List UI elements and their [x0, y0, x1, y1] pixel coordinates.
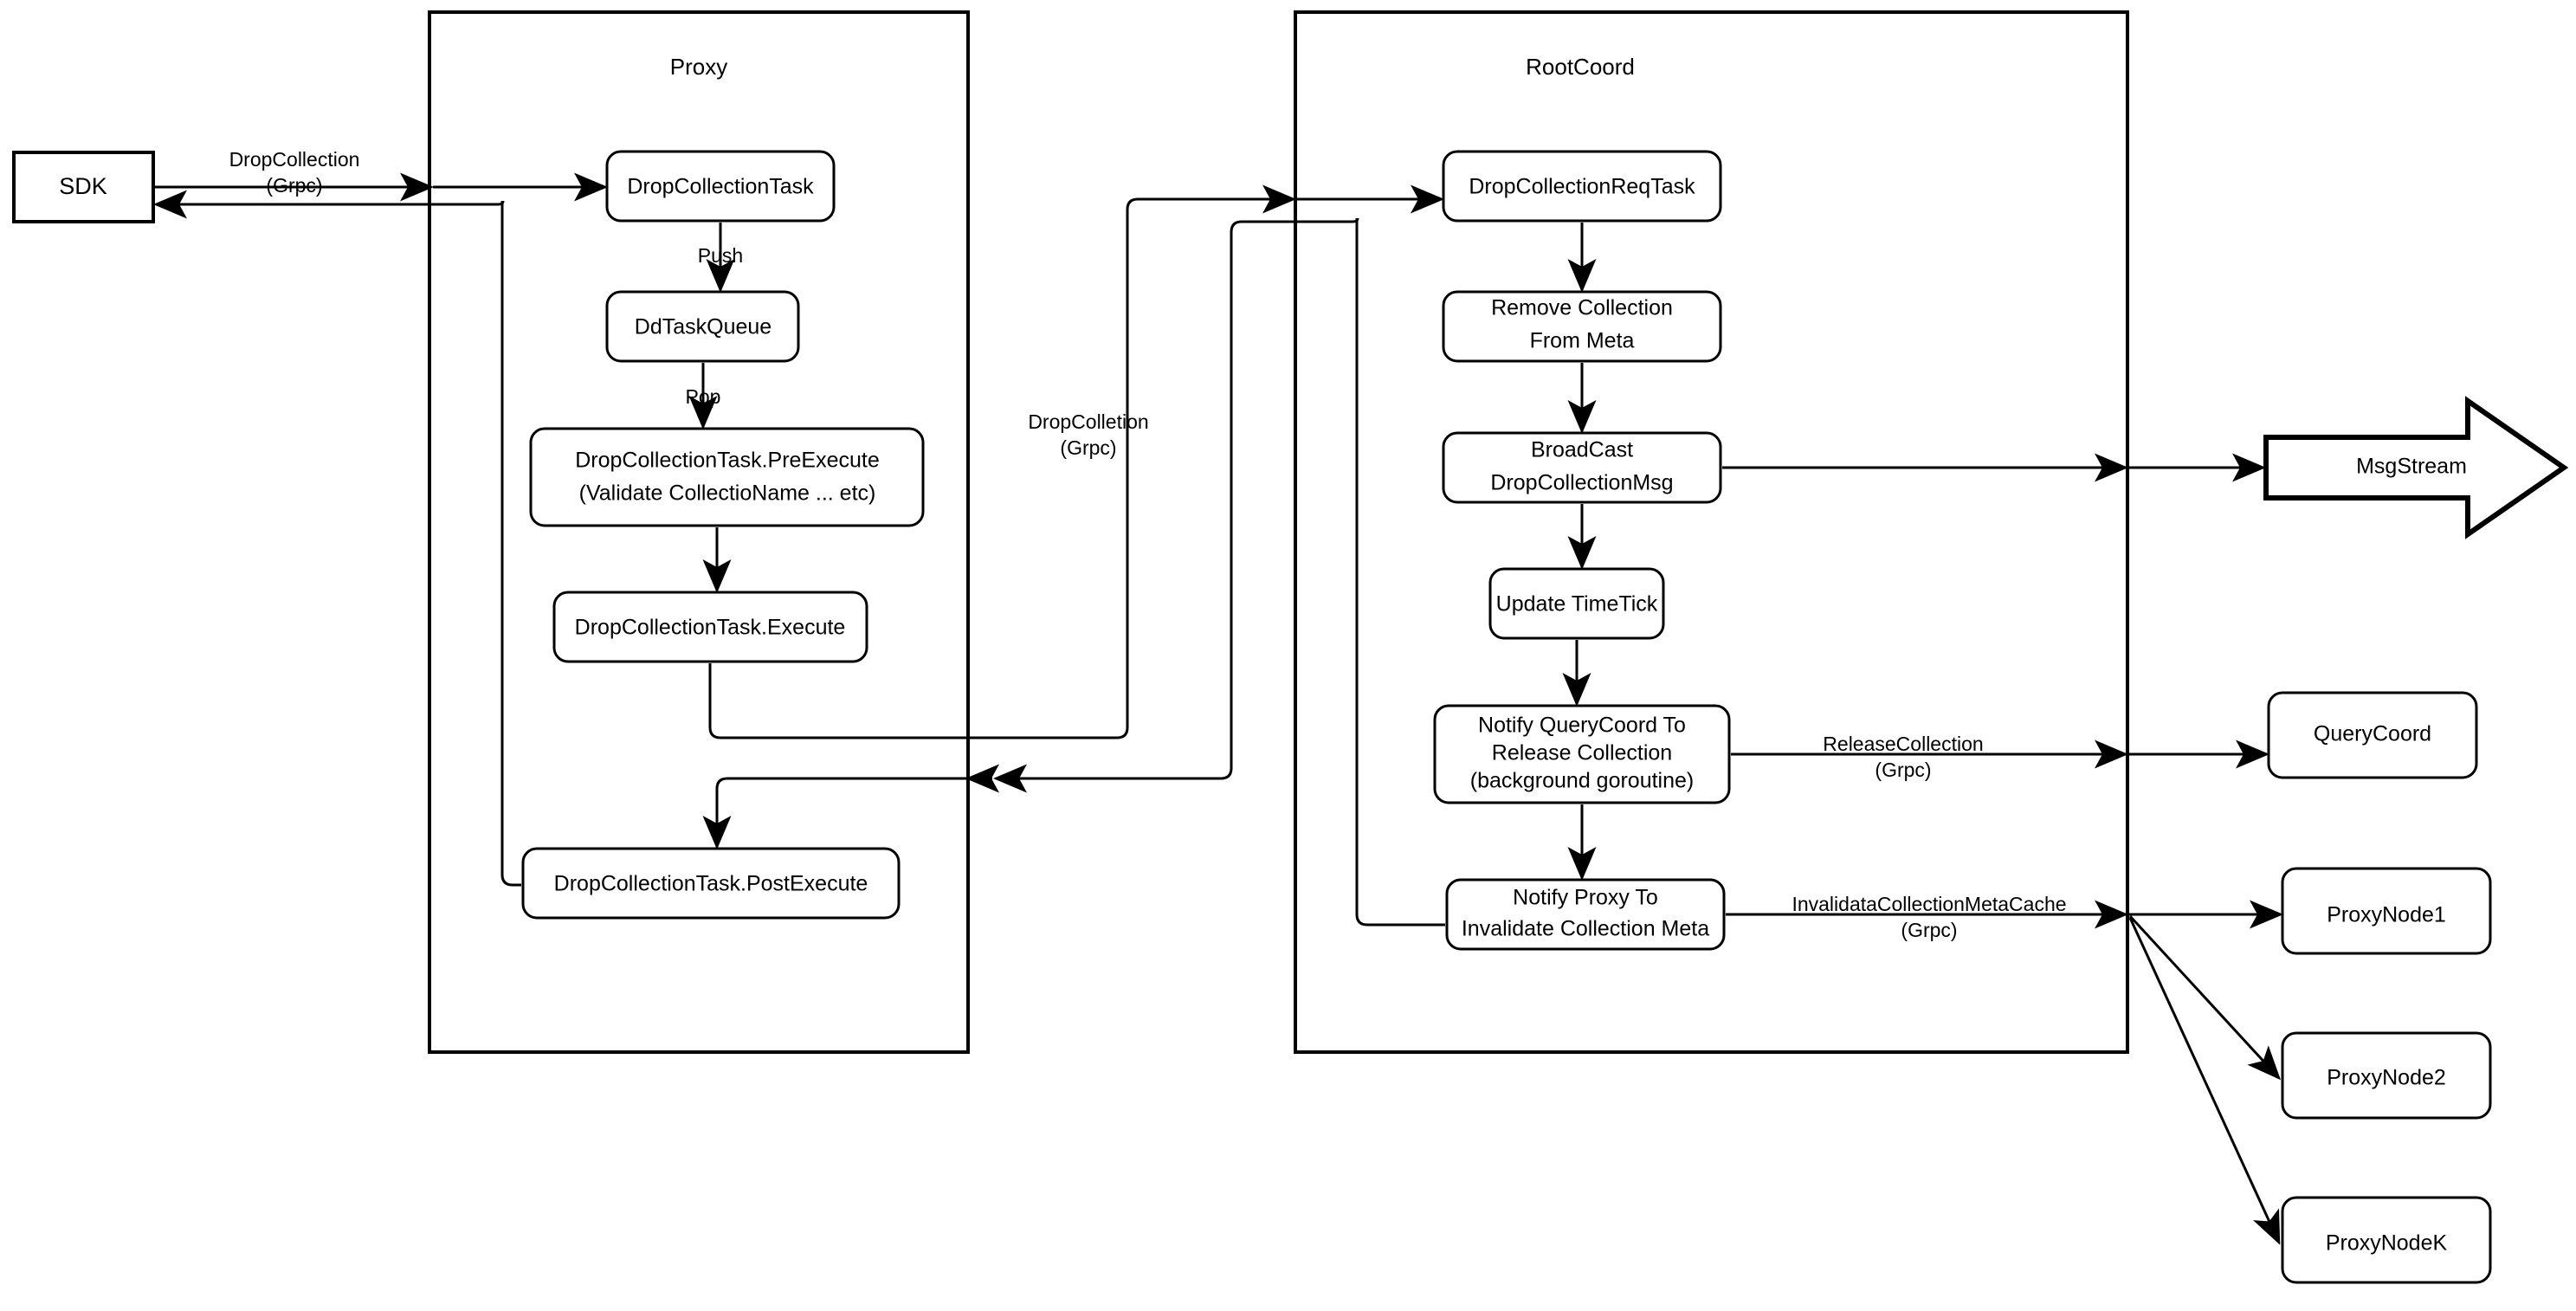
container-rootcoord-label: RootCoord [1526, 54, 1635, 80]
node-notify-querycoord-label-2: Release Collection [1492, 741, 1672, 765]
node-pre-execute-label-2: (Validate CollectioName ... etc) [579, 481, 876, 506]
node-post-execute-label: DropCollectionTask.PostExecute [554, 872, 868, 896]
node-notify-proxy-label-1: Notify Proxy To [1513, 886, 1658, 910]
edge-label-invalidate-cache-2: (Grpc) [1901, 919, 1957, 941]
node-dd-task-queue[interactable] [605, 290, 800, 363]
node-update-timetick-label: Update TimeTick [1496, 592, 1658, 617]
container-rootcoord [1294, 10, 2129, 1054]
node-proxynodek-label: ProxyNodeK [2326, 1231, 2448, 1256]
edge-execute-to-rootcoord [708, 184, 1296, 739]
edge-rootcoord-to-proxy-return [993, 217, 1359, 793]
node-proxynode2-label: ProxyNode2 [2327, 1066, 2446, 1090]
node-remove-collection-label-2: From Meta [1530, 329, 1635, 353]
edge-label-dropcollection-grpc-2: (Grpc) [266, 174, 322, 197]
edge-label-dropcolletion-grpc-1: DropColletion [1028, 410, 1148, 433]
node-broadcast-label-1: BroadCast [1531, 438, 1633, 462]
edge-label-push: Push [698, 244, 743, 267]
node-sdk-label: SDK [59, 173, 107, 199]
node-execute-label: DropCollectionTask.Execute [575, 616, 846, 640]
edge-return-to-post-execute [702, 777, 966, 849]
node-dd-task-queue-label: DdTaskQueue [635, 315, 772, 339]
edge-boundary-to-proxynode2 [2128, 914, 2282, 1081]
node-drop-collection-req-task-label: DropCollectionReqTask [1469, 175, 1695, 199]
node-msgstream-label: MsgStream [2356, 455, 2467, 479]
node-proxynodek[interactable] [2281, 1196, 2492, 1284]
node-notify-querycoord-label-1: Notify QueryCoord To [1478, 714, 1686, 738]
node-pre-execute-label-1: DropCollectionTask.PreExecute [575, 449, 880, 473]
node-msgstream[interactable] [2263, 396, 2569, 539]
edge-rootcoord-return-riser [1355, 218, 1445, 927]
container-proxy [428, 10, 970, 1054]
edge-label-invalidate-cache-1: InvalidataCollectionMetaCache [1792, 893, 2066, 915]
node-proxynode2[interactable] [2281, 1031, 2492, 1120]
container-proxy-label: Proxy [670, 54, 727, 80]
node-proxynode1-label: ProxyNode1 [2327, 903, 2446, 927]
edge-label-dropcollection-grpc-1: DropCollection [229, 148, 360, 171]
node-notify-proxy-label-2: Invalidate Collection Meta [1462, 917, 1709, 941]
edge-label-dropcolletion-grpc-2: (Grpc) [1060, 436, 1116, 459]
edge-label-releasecollection-2: (Grpc) [1875, 759, 1931, 781]
edge-post-execute-to-return-riser [500, 201, 521, 887]
edge-return-to-sdk [153, 190, 505, 219]
node-pre-execute[interactable] [529, 427, 925, 527]
node-broadcast-label-2: DropCollectionMsg [1490, 471, 1673, 495]
node-drop-collection-task-label: DropCollectionTask [627, 175, 814, 199]
node-querycoord[interactable] [2267, 691, 2478, 779]
node-remove-collection-label-1: Remove Collection [1491, 296, 1673, 320]
edge-boundary-to-proxynodek [2128, 917, 2281, 1245]
edge-label-pop: Pop [686, 385, 721, 408]
edge-label-releasecollection-1: ReleaseCollection [1823, 733, 1983, 755]
node-querycoord-label: QueryCoord [2314, 722, 2431, 746]
node-notify-querycoord-label-3: (background goroutine) [1470, 769, 1695, 793]
